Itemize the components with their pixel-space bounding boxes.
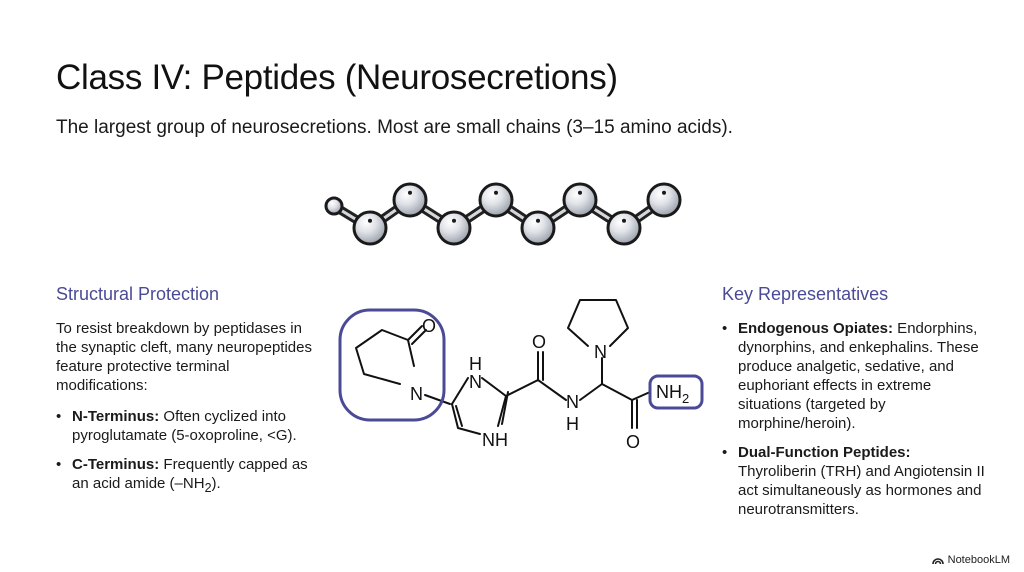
chain-bead-dot: [536, 218, 540, 223]
list-item-n-terminus: N-Terminus: Often cyclized into pyroglut…: [56, 407, 318, 445]
peptide-chain-illustration: [324, 182, 682, 246]
bullet-text: Frequently capped as an acid amide (–NH: [72, 456, 308, 492]
slide-subtitle: The largest group of neurosecretions. Mo…: [56, 117, 733, 138]
notebooklm-badge: NotebookLM: [931, 554, 1010, 566]
chain-bead: [562, 182, 598, 218]
atom-label: N: [594, 342, 607, 362]
atom-label: O: [532, 332, 546, 352]
structural-protection-list: N-Terminus: Often cyclized into pyroglut…: [56, 407, 318, 498]
slide-title: Class IV: Peptides (Neurosecretions): [56, 58, 618, 97]
list-item-endogenous-opiates: Endogenous Opiates: Endorphins, dynorphi…: [722, 319, 992, 433]
atom-label: O: [626, 432, 640, 452]
atom-label: NH2: [656, 382, 689, 406]
list-item-c-terminus: C-Terminus: Frequently capped as an acid…: [56, 455, 318, 498]
bullet-text: Thyroliberin (TRH) and Angiotensin II ac…: [738, 463, 985, 518]
chain-bead-dot: [368, 218, 372, 223]
badge-label: NotebookLM: [947, 554, 1010, 566]
atom-label: H: [566, 414, 579, 434]
atom-label: NH: [482, 430, 508, 450]
atom-label: N: [469, 372, 482, 392]
bullet-term: Endogenous Opiates:: [738, 320, 894, 337]
chain-bead-dot: [494, 190, 498, 195]
chain-bead-dot: [622, 218, 626, 223]
notebooklm-icon: [931, 558, 944, 565]
chain-bead: [478, 182, 514, 218]
bullet-tail: ).: [211, 475, 221, 492]
chain-bead: [606, 210, 642, 246]
bullet-text: Often cyclized into pyroglutamate (5-oxo…: [72, 408, 297, 444]
structural-protection-intro: To resist breakdown by peptidases in the…: [56, 320, 312, 394]
atom-label: H: [469, 354, 482, 374]
chain-bead: [392, 182, 428, 218]
list-item-dual-function-peptides: Dual-Function Peptides: Thyroliberin (TR…: [722, 443, 992, 519]
structural-protection-section: Structural Protection To resist breakdow…: [56, 284, 318, 508]
atom-label: O: [422, 316, 436, 336]
key-representatives-list: Endogenous Opiates: Endorphins, dynorphi…: [722, 319, 992, 519]
bullet-term: N-Terminus:: [72, 408, 160, 425]
key-representatives-section: Key Representatives Endogenous Opiates: …: [722, 284, 992, 529]
chain-bead-dot: [662, 190, 666, 195]
trh-molecule-structure: O N H N NH O N H N O NH2: [338, 299, 704, 452]
bullet-subscript: 2: [204, 481, 212, 495]
chain-bead: [520, 210, 556, 246]
bullet-term: C-Terminus:: [72, 456, 160, 473]
chain-bead: [436, 210, 472, 246]
structural-protection-heading: Structural Protection: [56, 284, 220, 304]
chain-bead-dot: [452, 218, 456, 223]
chain-bead: [324, 196, 344, 216]
chain-bead-dot: [408, 190, 412, 195]
atom-label: N: [566, 392, 579, 412]
bullet-text: Endorphins, dynorphins, and enkephalins.…: [738, 320, 979, 432]
key-representatives-heading: Key Representatives: [722, 284, 889, 304]
chain-bead: [646, 182, 682, 218]
atom-label: N: [410, 384, 423, 404]
bullet-term: Dual-Function Peptides:: [738, 444, 911, 461]
chain-bead-dot: [578, 190, 582, 195]
chain-bead: [352, 210, 388, 246]
